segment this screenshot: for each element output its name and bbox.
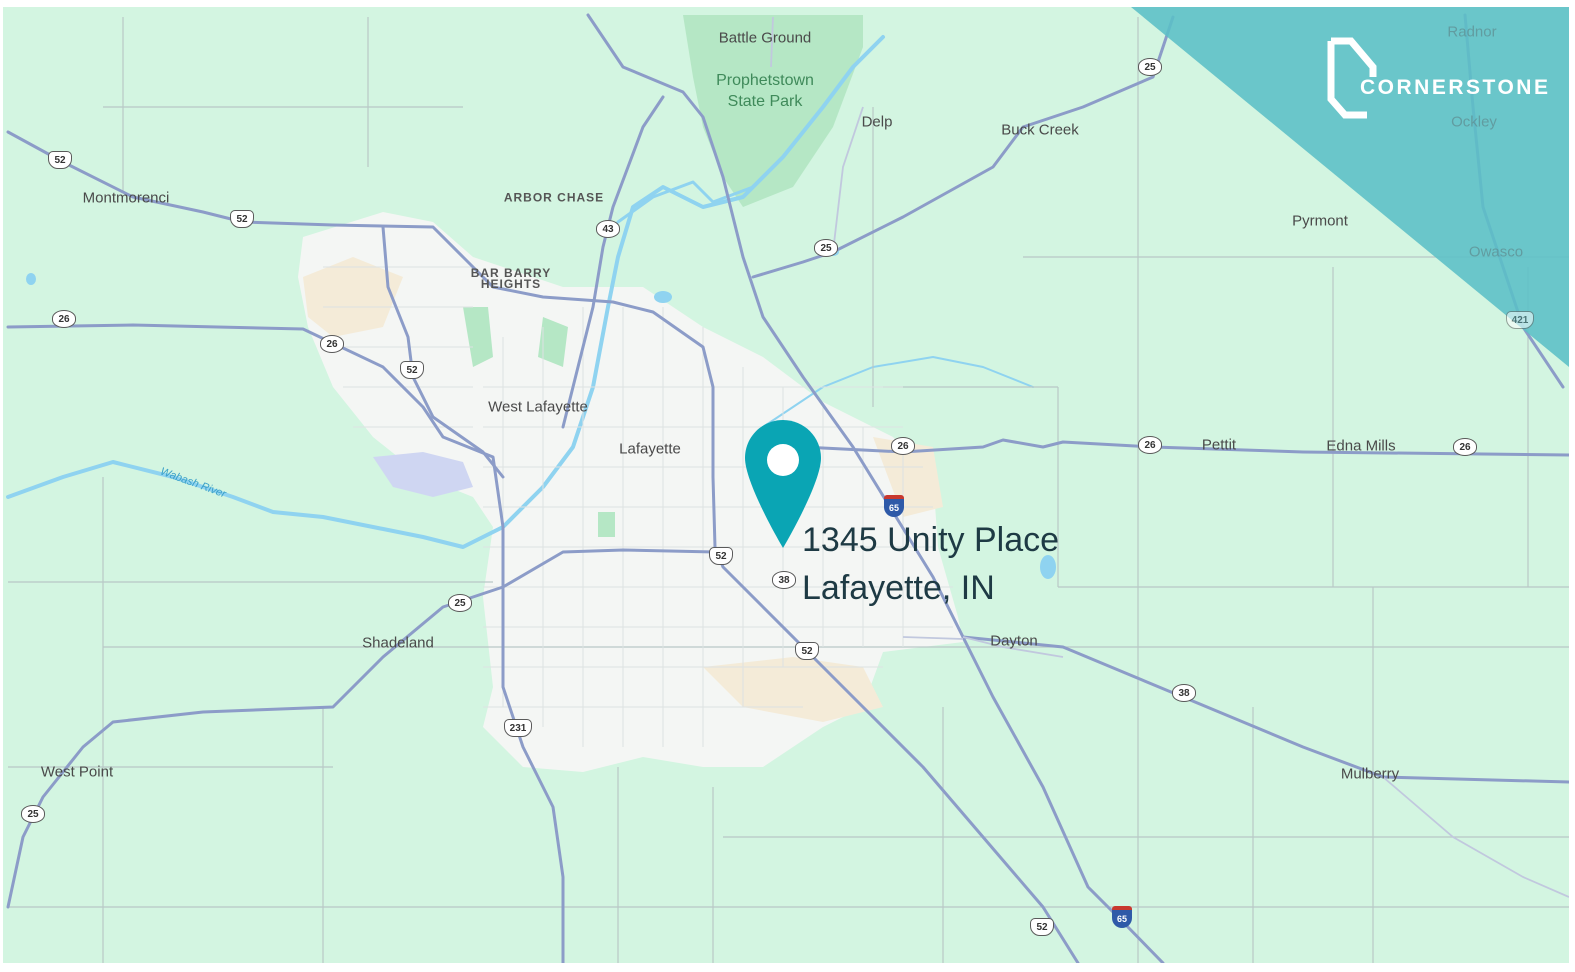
prophetstown-park-area — [683, 15, 863, 207]
city-street — [323, 266, 473, 428]
place-label-shadeland: Shadeland — [362, 634, 434, 652]
place-label-prophetstown: Prophetstown State Park — [716, 70, 814, 112]
place-label-pyrmont: Pyrmont — [1292, 212, 1348, 230]
lafayette-urban-area — [298, 212, 963, 772]
parks — [463, 15, 863, 537]
urban-patch — [873, 437, 943, 517]
city-street — [483, 386, 953, 708]
park-label-line2: State Park — [727, 93, 803, 110]
sr-26-east-road — [801, 438, 1569, 457]
sr-25-north-road — [751, 15, 1175, 279]
route-shield-sr-25: 25 — [814, 239, 838, 257]
place-label-bar-barry-heights: BAR BARRY HEIGHTS — [470, 266, 552, 291]
route-shield-us-52: 52 — [1030, 918, 1054, 936]
route-shield-sr-26: 26 — [1453, 438, 1477, 456]
major-roads — [6, 13, 1569, 963]
minor-roads — [8, 17, 1569, 963]
lake — [26, 273, 36, 285]
place-label-west-point: West Point — [40, 763, 114, 781]
route-shield-i-65: 65 — [1112, 906, 1132, 928]
route-shield-us-231: 231 — [504, 719, 532, 737]
neighborhood-label-line1: BAR BARRY — [470, 266, 552, 280]
place-label-arbor-chase: ARBOR CHASE — [503, 190, 605, 205]
place-label-battle-ground: Battle Ground — [718, 29, 812, 47]
route-shield-sr-26: 26 — [891, 437, 915, 455]
route-shield-us-52: 52 — [709, 547, 733, 565]
brand-wordmark: CORNERSTONE — [1360, 76, 1551, 99]
place-label-buck-creek: Buck Creek — [1001, 121, 1079, 139]
route-shield-us-52: 52 — [795, 642, 819, 660]
route-shield-sr-43: 43 — [596, 220, 620, 238]
neighborhood-label-line2: HEIGHTS — [480, 277, 542, 291]
secondary-road — [962, 636, 1064, 658]
address-city: Lafayette, IN — [802, 569, 995, 607]
place-label-edna-mills: Edna Mills — [1326, 437, 1396, 455]
brand-corner-triangle — [1131, 7, 1569, 367]
sr-26-road — [6, 323, 565, 963]
route-shield-sr-26: 26 — [320, 335, 344, 353]
place-label-ockley: Ockley — [1451, 113, 1497, 131]
address-label: 1345 Unity Place Lafayette, IN — [802, 516, 1059, 612]
place-label-west-lafayette: West Lafayette — [488, 398, 588, 416]
us-52-south-road — [713, 545, 1080, 963]
park-area — [463, 307, 493, 367]
place-label-dayton: Dayton — [990, 632, 1038, 650]
route-shield-sr-26: 26 — [52, 310, 76, 328]
place-label-delp: Delp — [861, 113, 893, 131]
place-label-pettit: Pettit — [1201, 436, 1237, 454]
secondary-road — [770, 16, 774, 68]
route-shield-us-421: 421 — [1506, 311, 1534, 329]
park-area — [538, 317, 568, 367]
tippecanoe-river — [616, 180, 755, 224]
secondary-road — [902, 636, 964, 640]
park-label-line1: Prophetstown — [716, 72, 814, 89]
secondary-road — [832, 106, 864, 253]
place-label-owasco: Owasco — [1468, 243, 1524, 261]
lake — [1040, 555, 1056, 579]
route-shield-sr-25: 25 — [1138, 58, 1162, 76]
route-shield-us-52: 52 — [400, 361, 424, 379]
urban-area — [298, 212, 963, 772]
us-52-road — [6, 130, 717, 549]
sr-38-road — [961, 635, 1569, 784]
secondary-road — [1382, 776, 1569, 898]
sr-25-south-road — [6, 548, 717, 909]
place-label-radnor: Radnor — [1447, 23, 1497, 41]
route-shield-sr-25: 25 — [448, 594, 472, 612]
route-shield-sr-26: 26 — [1138, 436, 1162, 454]
lake — [654, 291, 672, 303]
place-label-montmorenci: Montmorenci — [82, 189, 170, 207]
route-shield-i-65: 65 — [884, 495, 904, 517]
route-shield-sr-25: 25 — [21, 805, 45, 823]
route-shield-sr-38: 38 — [772, 571, 796, 589]
location-pin-icon[interactable] — [745, 420, 821, 550]
map-canvas[interactable] — [3, 7, 1569, 963]
route-shield-sr-38: 38 — [1172, 684, 1196, 702]
i-65-road — [586, 13, 1165, 963]
map-view[interactable]: Battle Ground Prophetstown State Park De… — [3, 7, 1569, 963]
place-label-lafayette: Lafayette — [619, 440, 681, 458]
route-shield-us-52: 52 — [230, 210, 254, 228]
place-label-mulberry: Mulberry — [1340, 765, 1400, 783]
park-area — [598, 512, 615, 537]
cornerstone-logo-icon — [1327, 37, 1377, 119]
purdue-airport-area — [373, 452, 473, 497]
secondary-roads — [770, 16, 1569, 898]
wildcat-creek — [762, 356, 1034, 428]
address-street: 1345 Unity Place — [802, 521, 1060, 559]
urban-patch — [303, 257, 403, 337]
urban-patch — [703, 657, 883, 722]
route-shield-us-52: 52 — [48, 151, 72, 169]
